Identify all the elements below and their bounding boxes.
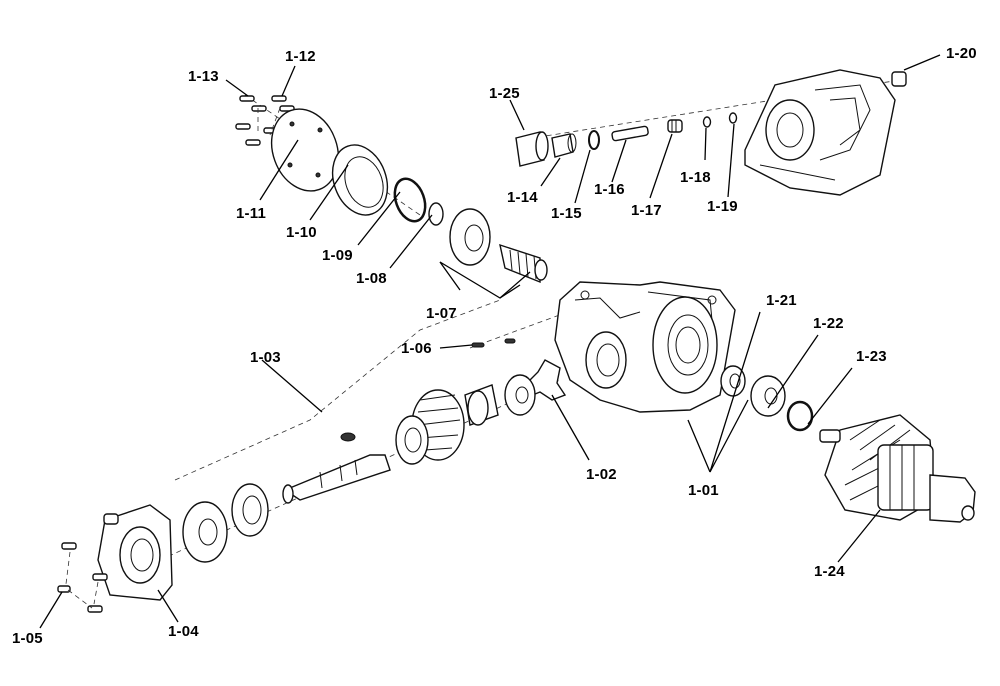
pin-1-16 [611,125,649,142]
part-label-1-07: 1-07 [426,305,457,322]
part-label-1-08: 1-08 [356,270,387,287]
gasket-1-11 [270,108,340,192]
part-label-1-18: 1-18 [680,169,711,186]
gear-case-1-20 [744,69,907,196]
part-label-1-09: 1-09 [322,247,353,264]
part-label-1-01: 1-01 [688,482,719,499]
part-label-1-10: 1-10 [286,224,317,241]
ring-1-15 [588,130,600,150]
part-label-1-05: 1-05 [12,630,43,647]
part-label-1-25: 1-25 [489,85,520,102]
ring-1-23 [786,400,814,432]
part-label-1-21: 1-21 [766,292,797,309]
part-label-1-17: 1-17 [631,202,662,219]
part-label-1-23: 1-23 [856,348,887,365]
housing-1-01 [554,281,736,413]
retaining-ring-1-09 [393,177,427,223]
part-label-1-11: 1-11 [236,205,266,222]
part-label-1-16: 1-16 [594,181,625,198]
end-cap-1-04 [97,504,173,601]
part-label-1-03: 1-03 [250,349,281,366]
bearing-worm-1-07 [449,208,548,284]
bearing-1-21 [720,365,746,397]
ring-1-08 [428,202,444,226]
spring-1-17 [667,119,683,133]
part-label-1-20: 1-20 [946,45,977,62]
part-label-1-22: 1-22 [813,315,844,332]
washer-1-18 [702,116,712,128]
bearing-1-22 [750,375,786,417]
sleeve-1-25 [515,131,549,167]
screws-1-05 [57,542,108,613]
part-label-1-02: 1-02 [586,466,617,483]
washer-1-19 [728,112,738,124]
part-label-1-04: 1-04 [168,623,199,640]
part-label-1-24: 1-24 [814,563,845,580]
pins-1-06 [471,338,516,348]
part-label-1-13: 1-13 [188,68,219,85]
baffle-1-02 [527,359,567,401]
leader-lines [39,54,941,629]
part-label-1-06: 1-06 [401,340,432,357]
cover-1-10 [331,144,389,216]
part-label-1-14: 1-14 [507,189,538,206]
shaft-assembly-1-03 [182,374,536,563]
part-label-1-15: 1-15 [551,205,582,222]
bushing-1-14 [551,133,577,158]
part-label-1-19: 1-19 [707,198,738,215]
part-label-1-12: 1-12 [285,48,316,65]
armature-1-24 [819,414,976,523]
screws-1-12-1-13 [235,95,295,146]
